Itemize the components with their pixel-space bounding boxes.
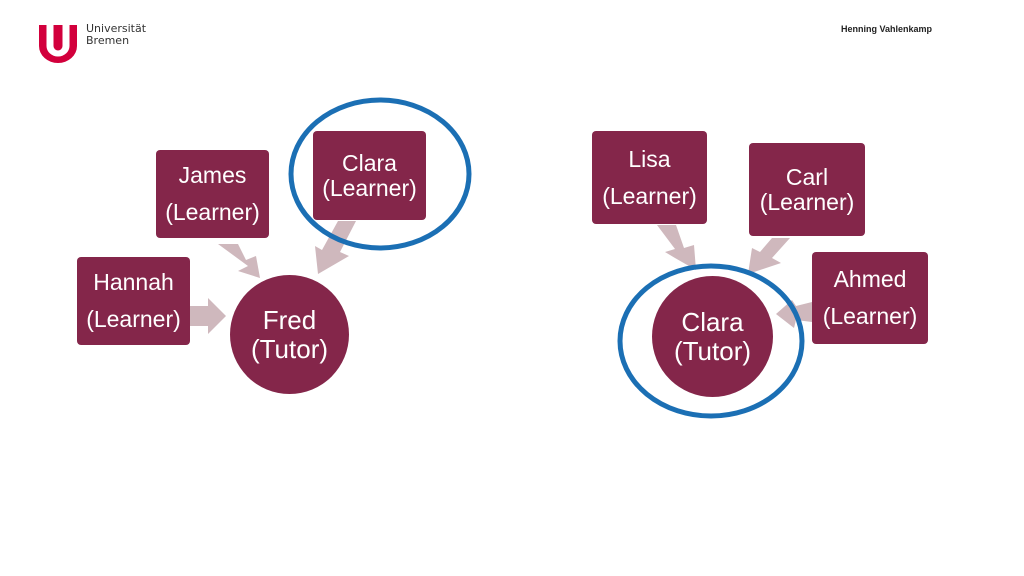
node-ahmed-name: Ahmed xyxy=(833,266,907,292)
university-name: Universität Bremen xyxy=(86,23,146,47)
university-name-line1: Universität xyxy=(86,22,147,35)
arrow-lisa-to-clara xyxy=(657,225,696,270)
node-hannah: Hannah (Learner) xyxy=(77,257,190,345)
author-name: Henning Vahlenkamp xyxy=(840,24,932,34)
node-fred-tutor-role: (Tutor) xyxy=(250,333,329,364)
node-clara-tutor-name: Clara xyxy=(681,306,744,337)
university-u-logo-icon xyxy=(39,25,77,63)
highlight-ring-clara-tutor xyxy=(617,263,805,419)
arrow-carl-to-clara xyxy=(748,238,790,274)
node-carl: Carl (Learner) xyxy=(749,143,865,236)
node-carl-role: (Learner) xyxy=(759,188,855,215)
arrow-james-to-fred xyxy=(218,244,260,278)
node-lisa-role: (Learner) xyxy=(602,182,697,209)
highlight-ring-clara-learner xyxy=(288,97,472,251)
node-ahmed: Ahmed (Learner) xyxy=(812,252,928,344)
node-ahmed-role: (Learner) xyxy=(822,303,918,329)
node-fred-tutor-name: Fred xyxy=(262,304,317,335)
node-james-role: (Learner) xyxy=(165,199,260,225)
node-hannah-name: Hannah xyxy=(93,269,174,295)
university-name-line2: Bremen xyxy=(86,34,130,47)
node-clara-learner-role: (Learner) xyxy=(322,174,417,201)
node-clara-tutor-role: (Tutor) xyxy=(673,335,752,366)
node-clara-tutor: Clara (Tutor) xyxy=(652,276,773,397)
node-lisa: Lisa (Learner) xyxy=(592,131,707,224)
node-lisa-name: Lisa xyxy=(628,145,671,172)
node-hannah-role: (Learner) xyxy=(86,306,181,332)
node-carl-name: Carl xyxy=(785,163,829,190)
arrow-hannah-to-fred xyxy=(190,298,226,334)
node-clara-learner-name: Clara xyxy=(342,149,397,176)
node-james-name: James xyxy=(178,162,247,188)
node-james: James (Learner) xyxy=(156,150,269,238)
node-fred-tutor: Fred (Tutor) xyxy=(230,275,349,394)
node-clara-learner: Clara (Learner) xyxy=(313,131,426,220)
arrow-clara-to-fred xyxy=(315,221,356,274)
